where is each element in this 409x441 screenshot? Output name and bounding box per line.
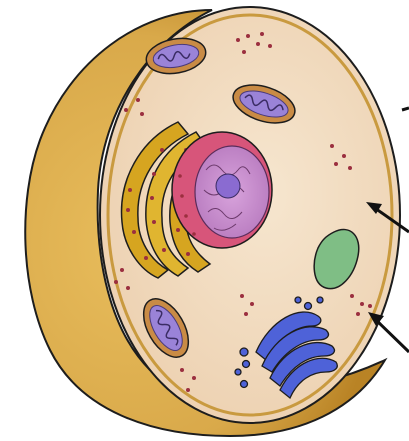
nucleolus [216,174,240,198]
nucleus [172,132,272,248]
pointer-arrow-membrane [402,108,409,110]
